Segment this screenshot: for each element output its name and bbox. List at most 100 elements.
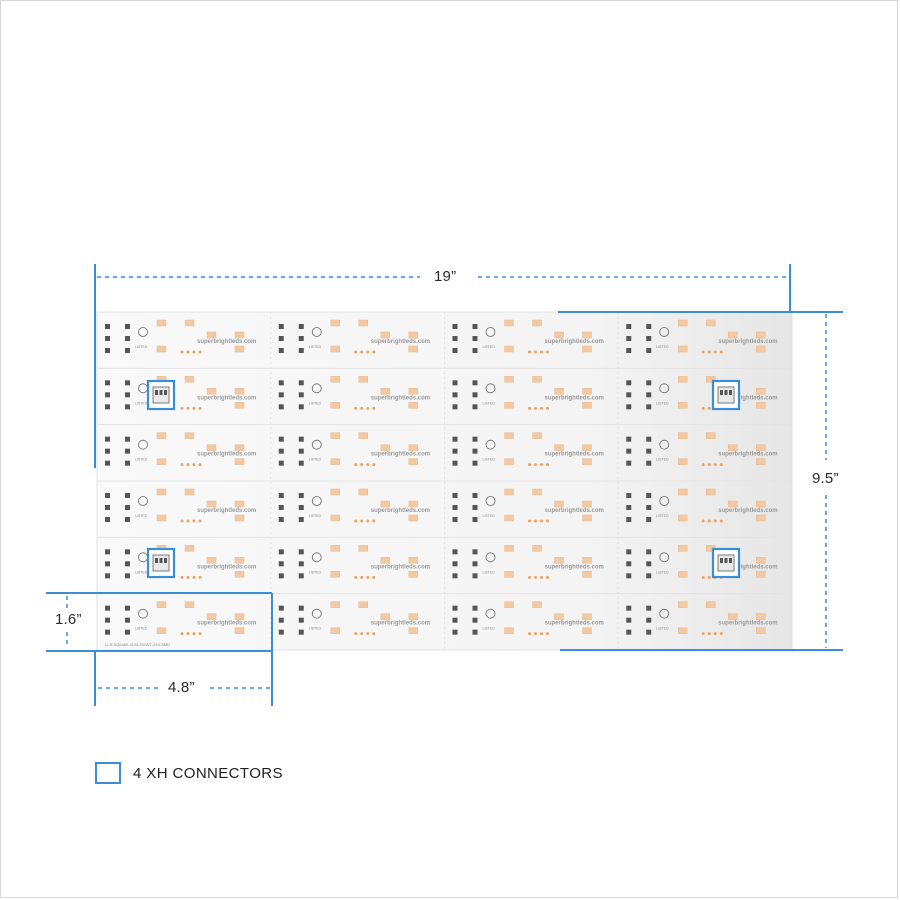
led-pad xyxy=(298,448,304,454)
led-pad xyxy=(626,493,632,498)
listed-text: LISTED xyxy=(309,627,322,631)
resistor-dot xyxy=(707,406,711,410)
resistor-dot xyxy=(540,350,543,354)
led-chip xyxy=(184,488,195,496)
led-chip xyxy=(582,613,592,620)
led-chip xyxy=(706,601,716,608)
resistor-dot xyxy=(186,463,190,467)
led-chip xyxy=(358,432,368,439)
led-chip xyxy=(582,458,592,465)
led-chip xyxy=(678,376,688,383)
led-pad xyxy=(626,436,632,442)
resistor-dot xyxy=(198,463,202,467)
brand-text: superbrightleds.com xyxy=(718,395,777,401)
led-pad xyxy=(105,517,110,522)
led-pad xyxy=(125,348,130,353)
led-pad xyxy=(298,460,304,466)
resistor-dot xyxy=(713,463,717,467)
listed-text: LISTED xyxy=(309,458,322,462)
led-pad xyxy=(125,448,130,454)
resistor-dot xyxy=(180,406,184,410)
led-pad xyxy=(105,629,110,635)
led-chip xyxy=(678,319,688,327)
resistor-dot xyxy=(540,406,543,410)
led-pad xyxy=(472,549,478,555)
led-chip xyxy=(380,613,390,620)
led-pad xyxy=(472,505,478,510)
ul-mark xyxy=(485,383,496,394)
led-chip xyxy=(358,545,368,552)
led-pad xyxy=(298,617,304,623)
led-pad xyxy=(298,605,304,611)
brand-text: superbrightleds.com xyxy=(371,395,430,401)
led-pad xyxy=(646,336,652,341)
led-chip xyxy=(156,458,167,465)
led-pad xyxy=(278,324,284,329)
led-chip xyxy=(234,627,245,634)
led-pad xyxy=(298,549,304,555)
resistor-dot xyxy=(366,519,370,523)
brand-text: superbrightleds.com xyxy=(371,508,430,514)
led-chip xyxy=(678,345,688,353)
led-pad xyxy=(298,348,304,353)
resistor-dot xyxy=(372,463,376,467)
resistor-dot xyxy=(546,575,549,579)
part-number-text: LLS-SQ6480-4124-RGWT-24V-SMD xyxy=(105,642,170,647)
led-chip xyxy=(330,627,340,634)
led-chip xyxy=(408,571,418,578)
led-chip xyxy=(330,432,340,439)
led-pad xyxy=(278,336,284,341)
led-chip xyxy=(706,319,716,327)
resistor-dot xyxy=(354,406,358,410)
ul-mark xyxy=(659,439,670,450)
led-pad xyxy=(105,436,110,442)
resistor-dot xyxy=(528,519,531,523)
ul-mark xyxy=(485,496,496,506)
led-chip xyxy=(554,613,564,620)
cell-width-label: 4.8” xyxy=(168,679,195,696)
led-chip xyxy=(184,319,195,327)
brand-text: superbrightleds.com xyxy=(718,621,777,627)
brand-text: superbrightleds.com xyxy=(197,395,256,401)
led-chip xyxy=(156,514,167,522)
led-chip xyxy=(234,557,245,564)
led-pad xyxy=(125,392,130,398)
resistor-dot xyxy=(528,463,531,467)
resistor-dot xyxy=(707,350,711,354)
ul-mark xyxy=(659,327,670,337)
resistor-dot xyxy=(719,350,723,354)
led-chip xyxy=(504,345,514,353)
led-chip xyxy=(504,488,514,496)
width-dimension xyxy=(94,264,791,468)
led-pad xyxy=(452,404,458,410)
led-chip xyxy=(206,613,217,620)
led-pad xyxy=(626,573,632,579)
resistor-dot xyxy=(186,350,190,354)
led-pad xyxy=(278,505,284,510)
led-chip xyxy=(532,319,542,327)
resistor-dot xyxy=(186,519,190,523)
resistor-dot xyxy=(546,463,549,467)
panel-cells: superbrightleds.comLISTEDsuperbrightleds… xyxy=(97,312,792,650)
led-chip xyxy=(756,514,766,522)
listed-text: LISTED xyxy=(483,570,496,574)
brand-text: superbrightleds.com xyxy=(371,452,430,458)
led-pad xyxy=(105,617,110,623)
led-pad xyxy=(105,549,110,555)
led-chip xyxy=(554,444,564,451)
resistor-dot xyxy=(534,519,537,523)
resistor-dot xyxy=(707,519,711,523)
resistor-dot xyxy=(528,406,531,410)
resistor-dot xyxy=(354,575,358,579)
xh-connector xyxy=(146,379,176,411)
led-pad xyxy=(298,561,304,567)
resistor-dot xyxy=(372,519,376,523)
led-chip xyxy=(408,458,418,465)
led-pad xyxy=(626,505,632,510)
led-pad xyxy=(278,617,284,623)
listed-text: LISTED xyxy=(656,345,669,349)
